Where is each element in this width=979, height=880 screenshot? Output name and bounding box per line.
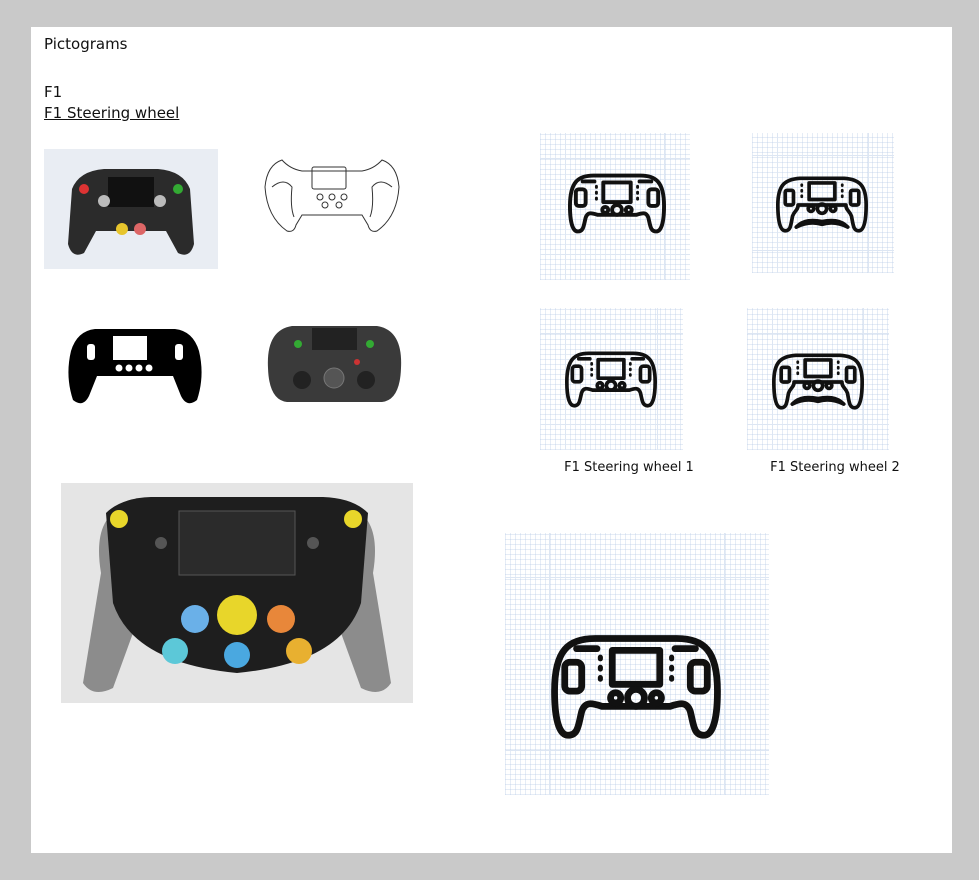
steering-wheel-pictogram-icon (776, 176, 868, 233)
steering-wheel-link[interactable]: F1 Steering wheel (44, 104, 180, 122)
pictogram-label-1: F1 Steering wheel 1 (564, 460, 694, 475)
pictogram-grid-1b (540, 308, 683, 450)
pictogram-grid-1a (540, 133, 690, 280)
steering-wheel-pictogram-icon (568, 173, 666, 234)
steering-wheel-pictogram-icon (772, 353, 864, 410)
steering-wheel-photo-2 (262, 318, 407, 410)
steering-wheel-silhouette (65, 326, 205, 410)
steering-wheel-pictogram-icon (565, 351, 657, 408)
steering-wheel-sketch (262, 157, 402, 241)
canvas-panel: Pictograms F1 F1 Steering wheel F1 (31, 27, 952, 853)
steering-wheel-pictogram-large-icon (549, 630, 723, 742)
page-title: Pictograms (44, 35, 128, 53)
steering-wheel-photo-3 (61, 483, 413, 703)
pictogram-grid-large (505, 533, 769, 795)
pictogram-grid-2a (752, 133, 894, 273)
pictogram-label-2: F1 Steering wheel 2 (770, 460, 900, 475)
steering-wheel-photo-1 (44, 149, 218, 269)
pictogram-grid-2b (747, 308, 889, 450)
section-label: F1 (44, 83, 63, 101)
